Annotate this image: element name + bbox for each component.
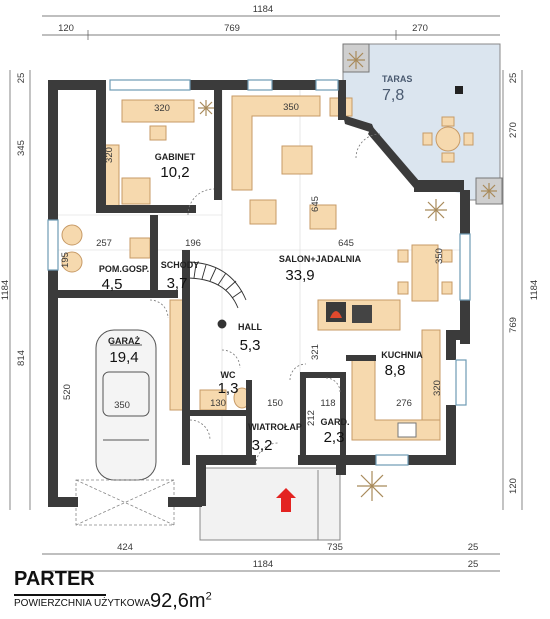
dining-table [411, 244, 439, 302]
dim-left-d: 814 [16, 350, 27, 366]
room-area-hall: 5,3 [240, 337, 261, 354]
terrace-table [422, 116, 474, 163]
dim-in-118: 118 [320, 398, 335, 409]
dim-in-257: 257 [96, 238, 112, 249]
total-area-value: 92,6m [150, 590, 206, 612]
room-name-pomgosp: POM.GOSP. [99, 264, 149, 274]
dim-in-350-salon: 350 [283, 102, 299, 113]
dim-bottom-c: 25 [468, 542, 479, 553]
total-area: 92,6m2 [150, 590, 212, 613]
room-area-wc: 1,3 [218, 380, 239, 397]
dim-left-b: 345 [16, 140, 27, 156]
dim-in-320-gab-v: 320 [104, 147, 115, 163]
porch [199, 467, 341, 541]
dim-top-c: 270 [412, 23, 428, 34]
room-name-hall: HALL [238, 322, 262, 332]
dim-left-e: 195 [60, 252, 71, 268]
room-name-gabinet: GABINET [155, 152, 196, 162]
dim-in-320-gab: 320 [154, 103, 170, 114]
dim-right-a: 25 [508, 73, 519, 84]
dim-right-b: 270 [508, 122, 519, 138]
dim-in-350-right: 350 [434, 248, 445, 264]
dim-bottom-total: 1184 [253, 559, 273, 570]
room-area-pomgosp: 4,5 [102, 276, 123, 293]
dim-right-e: 120 [508, 478, 519, 494]
total-area-unit: 2 [205, 590, 212, 603]
dim-bottom-d: 25 [468, 559, 479, 570]
room-name-wiatrolap: WIATROŁAP [248, 422, 302, 432]
room-name-wc: WC [221, 370, 236, 380]
dim-bottom-b: 735 [327, 542, 343, 553]
desk [121, 99, 195, 123]
room-name-kuchnia: KUCHNIA [381, 350, 423, 360]
dim-in-150: 150 [267, 398, 283, 409]
plan-title: PARTER [14, 568, 95, 590]
plant-icon [347, 51, 365, 69]
room-name-gard: GARD. [321, 417, 350, 427]
dim-left-a: 25 [16, 73, 27, 84]
door-swings [149, 133, 381, 466]
dim-in-320-kitchen: 320 [432, 380, 443, 396]
room-area-wiatrolap: 3,2 [252, 437, 273, 454]
dim-in-196: 196 [185, 238, 201, 249]
coffee-table [281, 145, 313, 175]
room-area-kuchnia: 8,8 [385, 362, 406, 379]
room-area-garaz: 19,4 [109, 349, 138, 366]
sofa [231, 95, 321, 191]
dim-in-212: 212 [306, 410, 317, 426]
dim-right-c: 1184 [529, 280, 540, 300]
room-area-gard: 2,3 [324, 429, 345, 446]
dim-in-276: 276 [396, 398, 412, 409]
dim-top-a: 120 [58, 23, 74, 34]
plant-icon [357, 471, 387, 501]
dim-in-645-v: 645 [310, 196, 321, 212]
dim-bottom-a: 424 [117, 542, 133, 553]
dim-right-d: 769 [508, 317, 519, 333]
dim-left-f: 520 [62, 384, 73, 400]
entrance-arrow-icon [276, 488, 296, 512]
furniture [61, 95, 453, 441]
room-area-schody: 3,7 [167, 275, 188, 292]
windows [47, 79, 471, 466]
dimension-lines [9, 15, 523, 572]
dim-top-total: 1184 [253, 4, 273, 15]
room-area-taras: 7,8 [382, 87, 404, 104]
title-underline [14, 594, 106, 596]
plan-subtitle: POWIERZCHNIA UŻYTKOWA [14, 598, 151, 609]
dim-in-645-h: 645 [338, 238, 354, 249]
dim-in-130: 130 [210, 398, 226, 409]
dim-left-c: 1184 [0, 280, 11, 300]
walls [48, 80, 470, 507]
dim-top-b: 769 [224, 23, 240, 34]
dimension-labels: 1184 120 769 270 25 345 1184 814 195 520… [0, 4, 540, 570]
plant-icon [481, 183, 497, 199]
plant-icon [198, 100, 214, 116]
dim-in-321: 321 [310, 344, 321, 360]
plants [198, 51, 497, 501]
room-name-schody: SCHODY [161, 260, 200, 270]
room-labels: TARAS 7,8 GABINET 10,2 SALON+JADALNIA 33… [99, 74, 423, 454]
room-area-gabinet: 10,2 [160, 164, 189, 181]
room-name-salon: SALON+JADALNIA [279, 254, 362, 264]
room-name-garaz: GARAŻ [108, 336, 140, 346]
room-area-salon: 33,9 [285, 267, 314, 284]
room-name-taras: TARAS [382, 74, 412, 84]
dim-in-350-garage: 350 [114, 400, 130, 411]
plant-icon [425, 199, 447, 221]
